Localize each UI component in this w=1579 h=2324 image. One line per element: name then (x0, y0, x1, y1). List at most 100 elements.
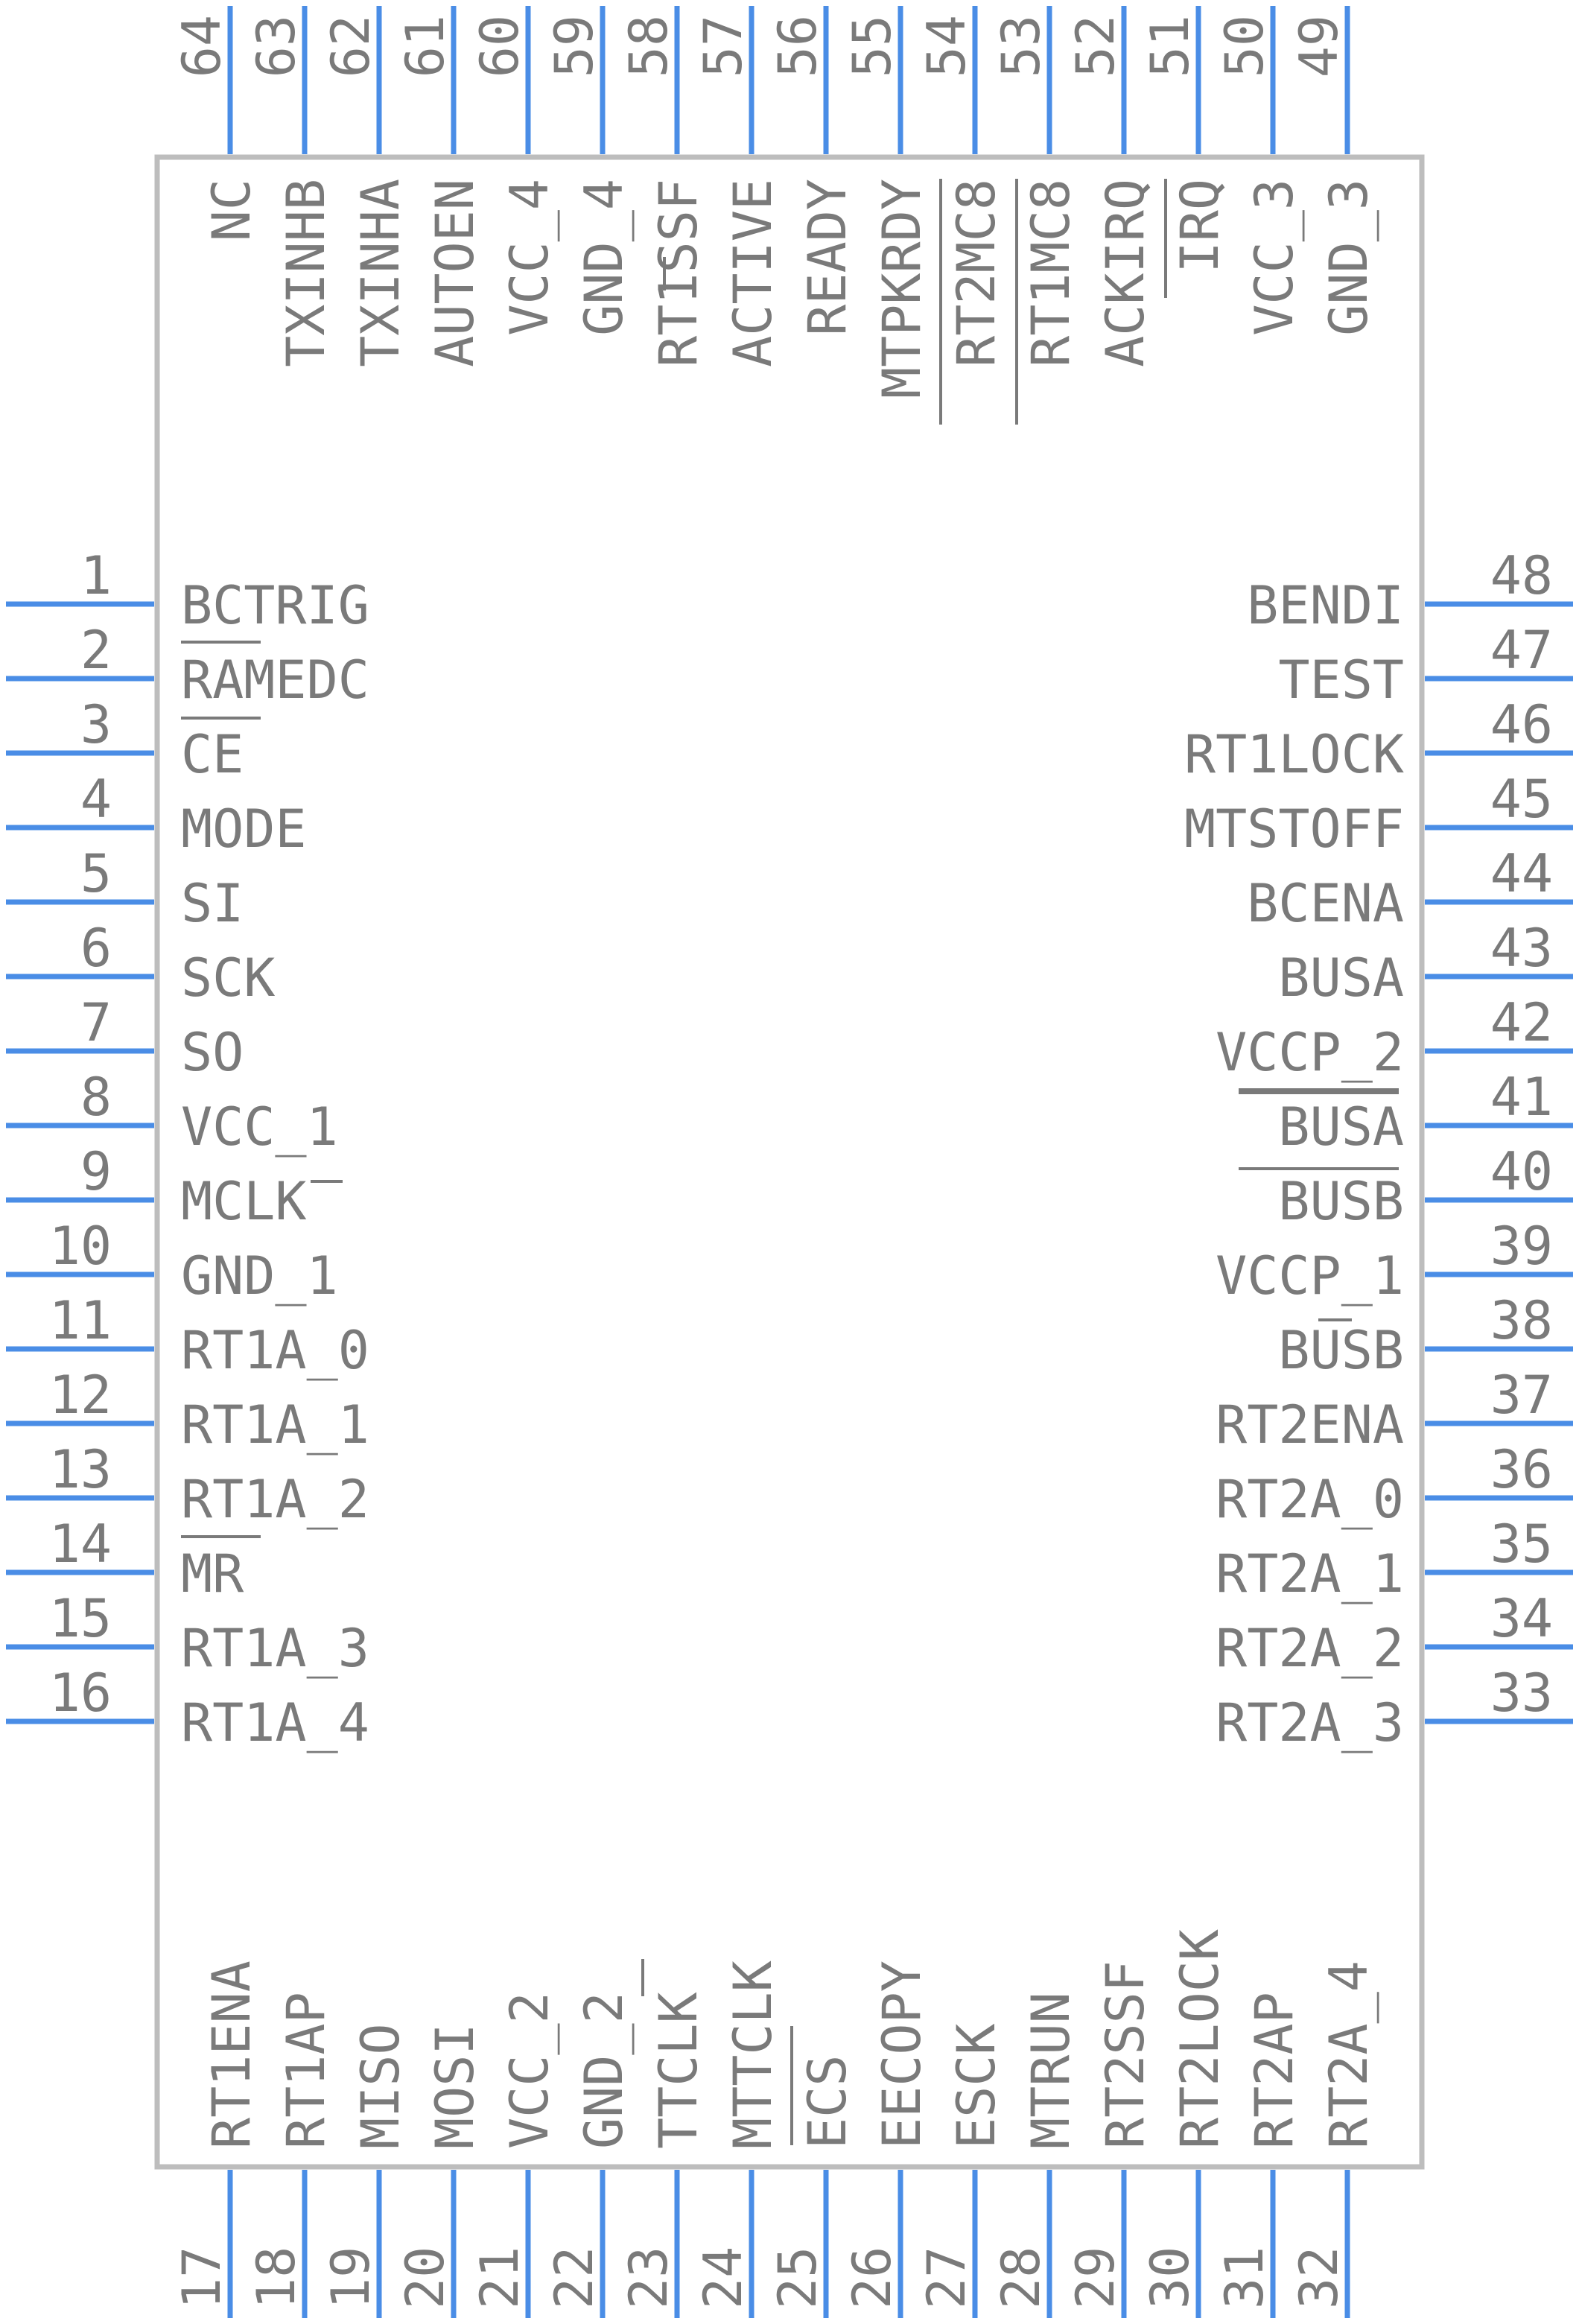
pin-name: RT1LOCK (1184, 724, 1404, 785)
pin-number: 13 (49, 1439, 112, 1500)
pin-name: SCK (181, 947, 275, 1009)
pin-number: 52 (1065, 15, 1126, 77)
pin-name: CE (181, 724, 244, 785)
pin-name: RT2SSF (1095, 1961, 1156, 2149)
pin-number: 36 (1490, 1439, 1553, 1500)
pin-name: RT2LOCK (1169, 1929, 1230, 2149)
pin-name: MTRUN (1020, 1992, 1081, 2149)
pin-name: MR (181, 1543, 244, 1604)
pin-name: RT1AP (276, 1992, 337, 2149)
pin-number: 59 (544, 15, 605, 77)
pin-name: BUSA (1278, 1096, 1404, 1158)
pin-number: 9 (80, 1141, 112, 1202)
pin-number: 23 (618, 2247, 679, 2309)
pin-name: VCC_4 (499, 179, 560, 336)
pin-number: 10 (49, 1216, 112, 1277)
pin-name: RT1SSF (648, 179, 709, 367)
pin-number: 22 (544, 2247, 605, 2309)
component-body (154, 154, 1425, 2170)
pin-number: 44 (1490, 843, 1553, 904)
pin-number: 39 (1490, 1216, 1553, 1277)
pin-number: 56 (767, 15, 828, 77)
pin-number: 49 (1289, 15, 1350, 77)
pin-number: 6 (80, 918, 112, 979)
pin-name: RT1A_0 (181, 1320, 369, 1381)
pin-name: RT1MC8 (1020, 179, 1081, 367)
pin-name: MOSI (425, 2023, 486, 2149)
pin-number: 7 (80, 992, 112, 1053)
pin-number: 15 (49, 1588, 112, 1649)
pin-name: RT2A_3 (1216, 1692, 1404, 1753)
pin-number: 1 (80, 545, 112, 606)
pin-number: 34 (1490, 1588, 1553, 1649)
pin-name: IRQ (1169, 179, 1230, 273)
pin-name: MODE (181, 799, 307, 860)
pin-name: BUSB (1278, 1320, 1404, 1381)
pin-number: 25 (767, 2247, 828, 2309)
pin-number: 33 (1490, 1663, 1553, 1724)
pin-name: ACTIVE (722, 179, 784, 367)
overbars (181, 179, 1399, 2145)
pin-name: ECS (797, 2055, 858, 2149)
pin-name: SO (181, 1022, 244, 1083)
pin-number: 20 (395, 2247, 456, 2309)
pin-name: MTPKRDY (871, 179, 933, 399)
pin-number: 42 (1490, 992, 1553, 1053)
pin-number: 14 (49, 1514, 112, 1575)
pin-number: 31 (1214, 2247, 1275, 2309)
pin-name: RAMEDC (181, 650, 369, 711)
pin-number: 58 (618, 15, 679, 77)
pin-name: RT2A_0 (1216, 1469, 1404, 1530)
pin-name: MTSTOFF (1184, 799, 1404, 860)
pin-number: 48 (1490, 545, 1553, 606)
pin-number: 60 (469, 15, 530, 77)
pin-name: TXINHA (350, 179, 411, 367)
pin-number: 8 (80, 1067, 112, 1128)
pin-number: 43 (1490, 918, 1553, 979)
pin-number: 19 (320, 2247, 381, 2309)
pin-name: RT2A_1 (1216, 1543, 1404, 1604)
pin-number: 41 (1490, 1067, 1553, 1128)
pin-number: 28 (991, 2247, 1052, 2309)
pin-name: RT2A_4 (1318, 1961, 1379, 2149)
pin-name: TXINHB (276, 179, 337, 367)
pin-number: 35 (1490, 1514, 1553, 1575)
pin-number: 47 (1490, 620, 1553, 681)
pin-number: 32 (1289, 2247, 1350, 2309)
pin-number: 4 (80, 769, 112, 830)
pin-name: GND_2 (574, 1992, 635, 2149)
pin-name: TTCLK (648, 1992, 709, 2149)
pin-name: RT2ENA (1216, 1394, 1404, 1455)
pin-name: VCC_3 (1244, 179, 1305, 336)
pin-name: RT2AP (1244, 1992, 1305, 2149)
pin-number: 64 (171, 15, 232, 77)
pin-name: GND_4 (574, 179, 635, 336)
pin-number: 5 (80, 843, 112, 904)
pin-number: 2 (80, 620, 112, 681)
pin-number: 57 (693, 15, 754, 77)
pin-name: ACKIRQ (1095, 179, 1156, 367)
pin-name: RT1A_2 (181, 1469, 369, 1530)
pin-name: SI (181, 873, 244, 934)
pin-number: 30 (1140, 2247, 1201, 2309)
pin-name: RT1A_3 (181, 1618, 369, 1679)
pin-number: 46 (1490, 694, 1553, 755)
pin-name: READY (797, 179, 858, 336)
pin-number: 16 (49, 1663, 112, 1724)
pin-name: TEST (1278, 650, 1404, 711)
pin-number: 50 (1214, 15, 1275, 77)
pin-name: BCTRIG (181, 575, 369, 636)
pin-number: 63 (246, 15, 307, 77)
pin-name: NC (201, 179, 262, 241)
pin-name: BUSB (1278, 1171, 1404, 1232)
pin-number: 53 (991, 15, 1052, 77)
pin-number: 24 (693, 2247, 754, 2309)
pin-name: RT2MC8 (946, 179, 1007, 367)
pin-number: 17 (171, 2247, 232, 2309)
pin-number: 55 (842, 15, 903, 77)
pin-name: GND_3 (1318, 179, 1379, 336)
pin-number: 26 (842, 2247, 903, 2309)
pin-name: RT1A_4 (181, 1692, 369, 1753)
